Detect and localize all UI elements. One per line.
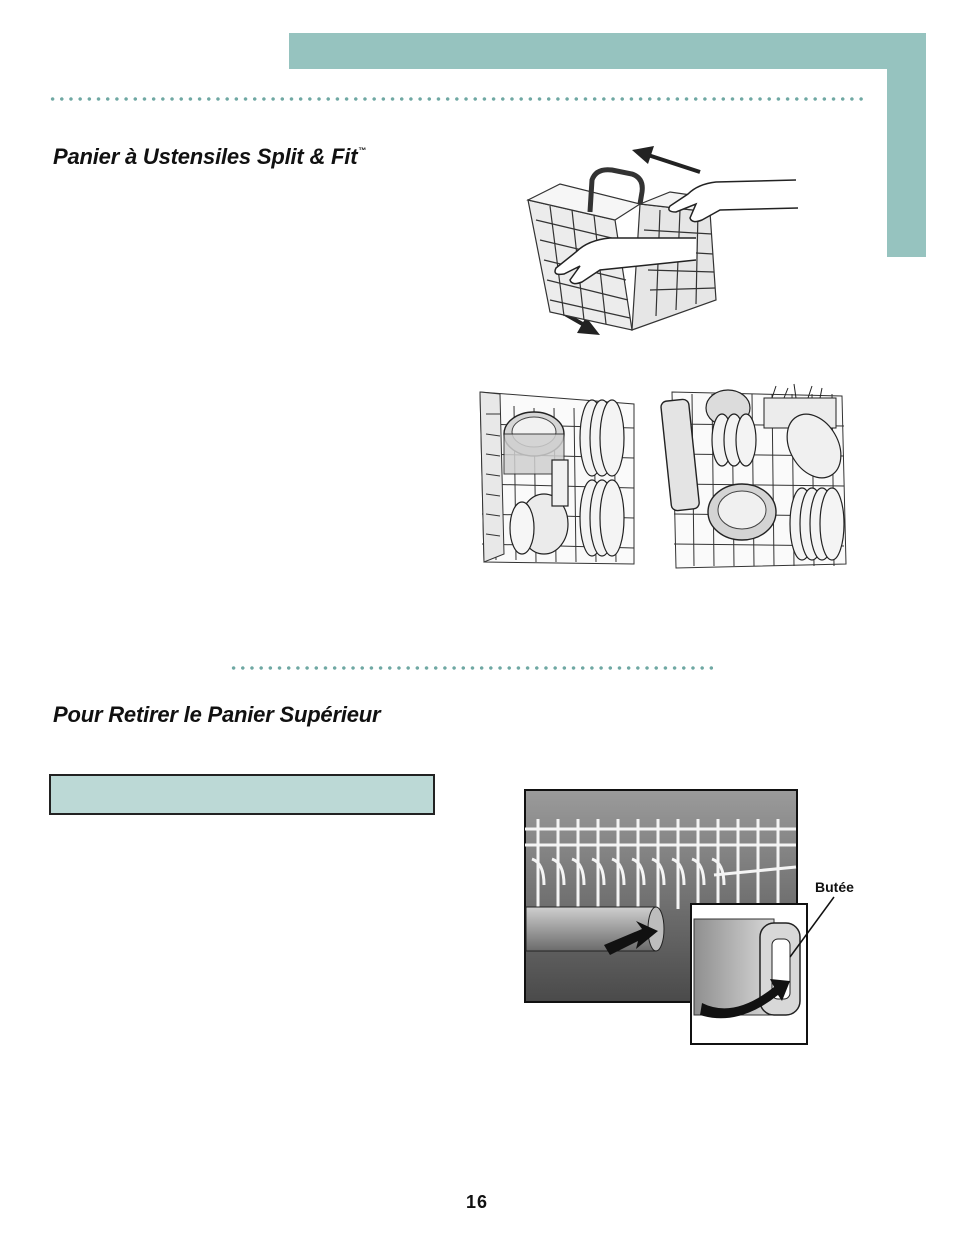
arrow-up-left-icon	[632, 146, 701, 174]
hand-left	[554, 237, 697, 285]
side-tab	[887, 33, 926, 257]
arrow-rotate-icon	[700, 979, 790, 1019]
page-number: 16	[465, 1192, 489, 1212]
hand-right	[668, 179, 799, 223]
basket-handle	[587, 167, 645, 213]
trademark-mark: ™	[358, 146, 367, 155]
plates-icon	[579, 399, 625, 557]
bowls-icon	[509, 459, 569, 555]
plates-icon	[789, 487, 845, 561]
section-title-text: Panier à Ustensiles Split & Fit	[53, 144, 358, 169]
stop-callout-label: Butée	[815, 879, 854, 895]
dotted-rule-top	[48, 97, 864, 101]
section-title-split-fit: Panier à Ustensiles Split & Fit™	[53, 144, 366, 170]
dotted-rule-middle	[229, 666, 713, 670]
section-title-remove-rack: Pour Retirer le Panier Supérieur	[53, 702, 381, 728]
figure-rack-loading-b	[660, 383, 847, 569]
serving-bowl-icon	[786, 413, 842, 479]
section-title-text: Pour Retirer le Panier Supérieur	[53, 702, 381, 727]
lid-icon	[660, 398, 700, 512]
header-band	[289, 33, 926, 69]
rack-wires	[525, 819, 797, 909]
arrow-push-icon	[604, 921, 658, 955]
figure-split-basket	[526, 146, 799, 335]
note-box	[49, 774, 435, 815]
figure-rack-removal	[524, 789, 835, 1045]
bowls-icon	[705, 389, 757, 467]
pot-icon	[707, 483, 777, 541]
figure-rack-loading-a	[479, 391, 635, 565]
callout-line	[789, 896, 835, 958]
